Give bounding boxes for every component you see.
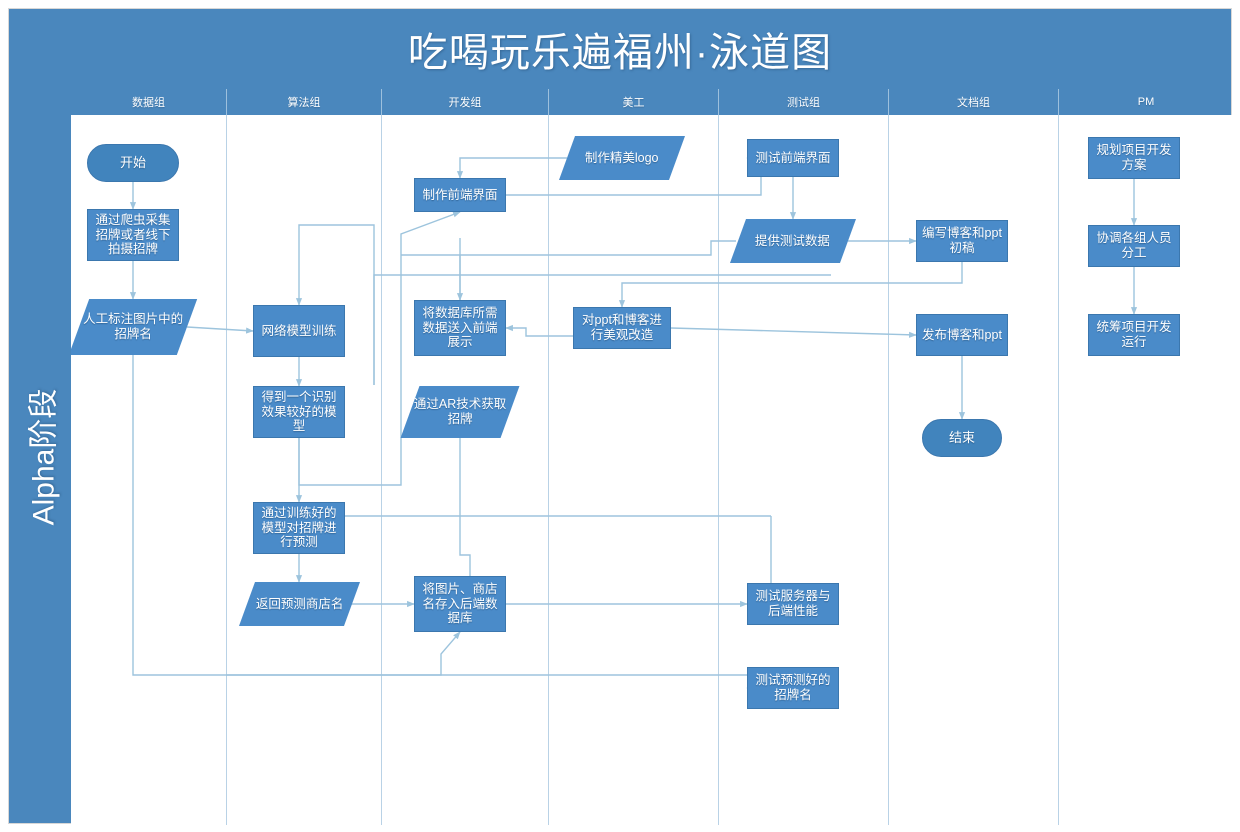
flow-node-n15[interactable]: 提供测试数据 (729, 219, 857, 263)
flow-node-label: 测试前端界面 (755, 150, 831, 165)
lane-divider (226, 115, 227, 825)
flow-node-label: 开始 (119, 155, 146, 171)
connector-17 (670, 327, 917, 338)
lane-header-row: 数据组 算法组 开发组 美工 测试组 文档组 PM (71, 89, 1233, 115)
flow-node-n21[interactable]: 规划项目开发方案 (1088, 137, 1180, 179)
flow-node-n20[interactable]: 结束 (922, 419, 1002, 457)
flow-node-n3[interactable]: 人工标注图片中的招牌名 (71, 299, 198, 355)
lane-header-label: 开发组 (448, 97, 482, 109)
connector-24 (459, 438, 471, 576)
flow-node-label: 测试服务器与后端性能 (755, 589, 831, 618)
flow-node-n17[interactable]: 测试预测好的招牌名 (747, 667, 839, 709)
flow-node-label: 结束 (948, 430, 975, 446)
flow-node-n4[interactable]: 网络模型训练 (253, 305, 345, 357)
flow-node-label: 对ppt和博客进行美观改造 (582, 313, 662, 342)
flow-node-label: 通过AR技术获取招牌 (413, 397, 507, 426)
connector-2 (186, 326, 254, 334)
phase-label: Alpha阶段 (27, 388, 61, 526)
lane-header-data[interactable]: 数据组 (71, 89, 226, 115)
flow-node-n10[interactable]: 通过AR技术获取招牌 (400, 386, 520, 438)
flow-node-label: 通过爬虫采集招牌或者线下拍摄招牌 (95, 212, 171, 257)
flow-node-n23[interactable]: 统筹项目开发运行 (1088, 314, 1180, 356)
flow-node-n8[interactable]: 制作前端界面 (414, 178, 506, 212)
flow-node-label: 制作前端界面 (422, 187, 498, 202)
flow-node-label: 编写博客和ppt初稿 (922, 226, 1002, 255)
connector-10 (456, 157, 567, 179)
flow-node-n22[interactable]: 协调各组人员分工 (1088, 225, 1180, 267)
flow-node-n16[interactable]: 测试服务器与后端性能 (747, 583, 839, 625)
lane-header-label: 美工 (622, 97, 645, 109)
connector-16 (618, 262, 963, 308)
flow-node-n14[interactable]: 测试前端界面 (747, 139, 839, 177)
flow-node-n1[interactable]: 开始 (87, 144, 179, 182)
flow-node-n12[interactable]: 制作精美logo (558, 136, 686, 180)
page-title: 吃喝玩乐遍福州·泳道图 (407, 31, 833, 75)
flow-node-label: 人工标注图片中的招牌名 (82, 312, 183, 341)
lane-header-algo[interactable]: 算法组 (226, 89, 381, 115)
lane-body: 开始通过爬虫采集招牌或者线下拍摄招牌人工标注图片中的招牌名 网络模型训练得到一个识… (71, 115, 1233, 825)
flow-node-label: 将图片、商店名存入后端数据库 (422, 581, 498, 626)
flow-node-n19[interactable]: 发布博客和ppt (916, 314, 1008, 356)
flow-node-label: 将数据库所需数据送入前端展示 (422, 305, 498, 350)
lane-header-label: 数据组 (132, 97, 165, 109)
flow-node-n9[interactable]: 将数据库所需数据送入前端展示 (414, 300, 506, 356)
lane-header-dev[interactable]: 开发组 (381, 89, 548, 115)
flow-node-label: 规划项目开发方案 (1096, 143, 1172, 172)
flow-node-label: 统筹项目开发运行 (1096, 320, 1172, 349)
flow-node-label: 测试预测好的招牌名 (755, 673, 831, 702)
flow-node-label: 提供测试数据 (755, 233, 831, 248)
flow-node-n6[interactable]: 通过训练好的模型对招牌进行预测 (253, 502, 345, 554)
flow-node-n5[interactable]: 得到一个识别效果较好的模型 (253, 386, 345, 438)
flow-node-label: 通过训练好的模型对招牌进行预测 (261, 505, 337, 550)
lane-header-label: 测试组 (787, 97, 820, 109)
lane-divider (548, 115, 549, 825)
lane-header-test[interactable]: 测试组 (718, 89, 888, 115)
lane-header-pm[interactable]: PM (1058, 89, 1233, 115)
connector-26 (226, 674, 762, 692)
flow-node-n11[interactable]: 将图片、商店名存入后端数据库 (414, 576, 506, 632)
lane-divider (1058, 115, 1059, 825)
lane-header-design[interactable]: 美工 (548, 89, 718, 115)
lane-header-label: 文档组 (957, 97, 990, 109)
lane-divider (718, 115, 719, 825)
lane-header-label: 算法组 (287, 97, 321, 109)
lane-header-doc[interactable]: 文档组 (888, 89, 1058, 115)
flow-node-label: 制作精美logo (585, 150, 659, 165)
diagram-title-band: 吃喝玩乐遍福州·泳道图 (9, 9, 1231, 89)
lane-divider (888, 115, 889, 825)
flow-node-label: 协调各组人员分工 (1096, 231, 1172, 260)
flow-node-label: 返回预测商店名 (255, 596, 343, 611)
phase-label-strip: Alpha阶段 (9, 89, 71, 825)
flow-node-n7[interactable]: 返回预测商店名 (238, 582, 360, 626)
flow-node-label: 发布博客和ppt (922, 327, 1002, 342)
flow-node-n2[interactable]: 通过爬虫采集招牌或者线下拍摄招牌 (87, 209, 179, 261)
flow-node-label: 网络模型训练 (261, 323, 337, 338)
flow-node-n13[interactable]: 对ppt和博客进行美观改造 (573, 307, 671, 349)
connector-13 (401, 240, 736, 256)
lane-divider (381, 115, 382, 825)
flow-node-n18[interactable]: 编写博客和ppt初稿 (916, 220, 1008, 262)
flow-node-label: 得到一个识别效果较好的模型 (261, 389, 337, 434)
lane-header-label: PM (1137, 96, 1155, 108)
